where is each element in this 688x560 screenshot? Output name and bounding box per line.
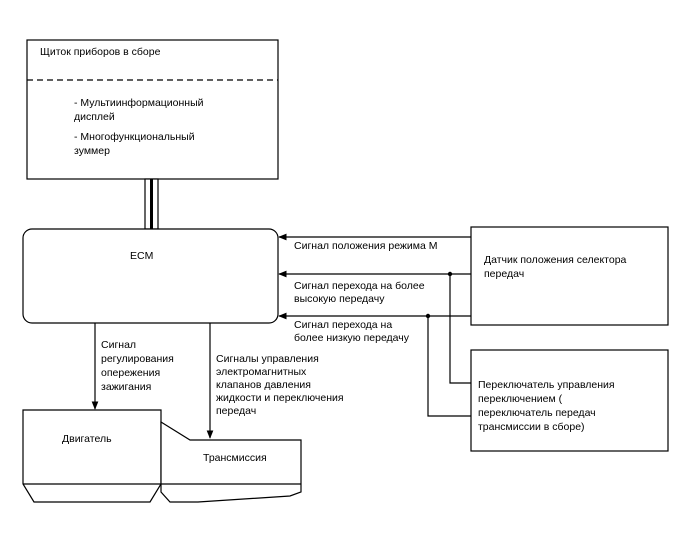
transmission-label: Трансмиссия <box>203 452 267 464</box>
ecm-box: ECM <box>22 228 279 324</box>
signal-ignition-timing: Сигнал регулирования опережения зажигани… <box>91 323 174 410</box>
cluster-item-buzzer-line1: - Многофункциональный <box>74 131 195 143</box>
cluster-item-display-line1: - Мультиинформационный <box>74 97 204 109</box>
engine-label: Двигатель <box>62 433 112 445</box>
switch-label-line2: переключением ( <box>478 393 563 405</box>
switch-label-line4: трансмиссии в сборе) <box>478 421 585 433</box>
signal-upshift-label-line2: высокую передачу <box>294 293 385 305</box>
cluster-ecm-bus <box>144 178 159 230</box>
switch-label-line1: Переключатель управления <box>478 379 615 391</box>
switch-label-line3: переключатель передач <box>478 407 596 419</box>
signal-m-mode: Сигнал положения режима M <box>278 233 471 252</box>
cluster-item-display-line2: дисплей <box>74 111 115 123</box>
transmission-block: Трансмиссия <box>160 420 302 503</box>
signal-downshift-label-line2: более низкую передачу <box>294 332 410 344</box>
cluster-title: Щиток приборов в сборе <box>40 46 161 58</box>
shift-position-sensor-box: Датчик положения селектора передач <box>470 226 669 326</box>
engine-block: Двигатель <box>22 409 162 503</box>
signal-downshift: Сигнал перехода на более низкую передачу <box>278 312 471 417</box>
signal-trans-line1: Сигналы управления <box>216 353 319 365</box>
signal-upshift: Сигнал перехода на более высокую передач… <box>278 270 471 384</box>
signal-trans-line3: клапанов давления <box>216 379 311 391</box>
signal-ignition-line2: регулирования <box>101 353 174 365</box>
instrument-cluster-box: Щиток приборов в сборе - Мультиинформаци… <box>26 39 279 180</box>
signal-ignition-line1: Сигнал <box>101 339 136 351</box>
signal-downshift-label-line1: Сигнал перехода на <box>294 319 392 331</box>
ecm-label: ECM <box>130 250 153 262</box>
signal-upshift-label-line1: Сигнал перехода на более <box>294 280 425 292</box>
signal-transmission-control: Сигналы управления электромагнитных клап… <box>206 323 344 439</box>
signal-ignition-line4: зажигания <box>101 381 151 393</box>
signal-trans-line2: электромагнитных <box>216 366 307 378</box>
signal-m-mode-label: Сигнал положения режима M <box>294 240 438 252</box>
signal-trans-line4: жидкости и переключения <box>216 392 344 404</box>
sensor-label-line2: передач <box>484 268 524 280</box>
cluster-item-buzzer-line2: зуммер <box>74 145 110 157</box>
sensor-label-line1: Датчик положения селектора <box>484 254 627 266</box>
signal-ignition-line3: опережения <box>101 367 160 379</box>
shift-control-switch-box: Переключатель управления переключением (… <box>470 349 669 452</box>
signal-trans-line5: передач <box>216 405 256 417</box>
